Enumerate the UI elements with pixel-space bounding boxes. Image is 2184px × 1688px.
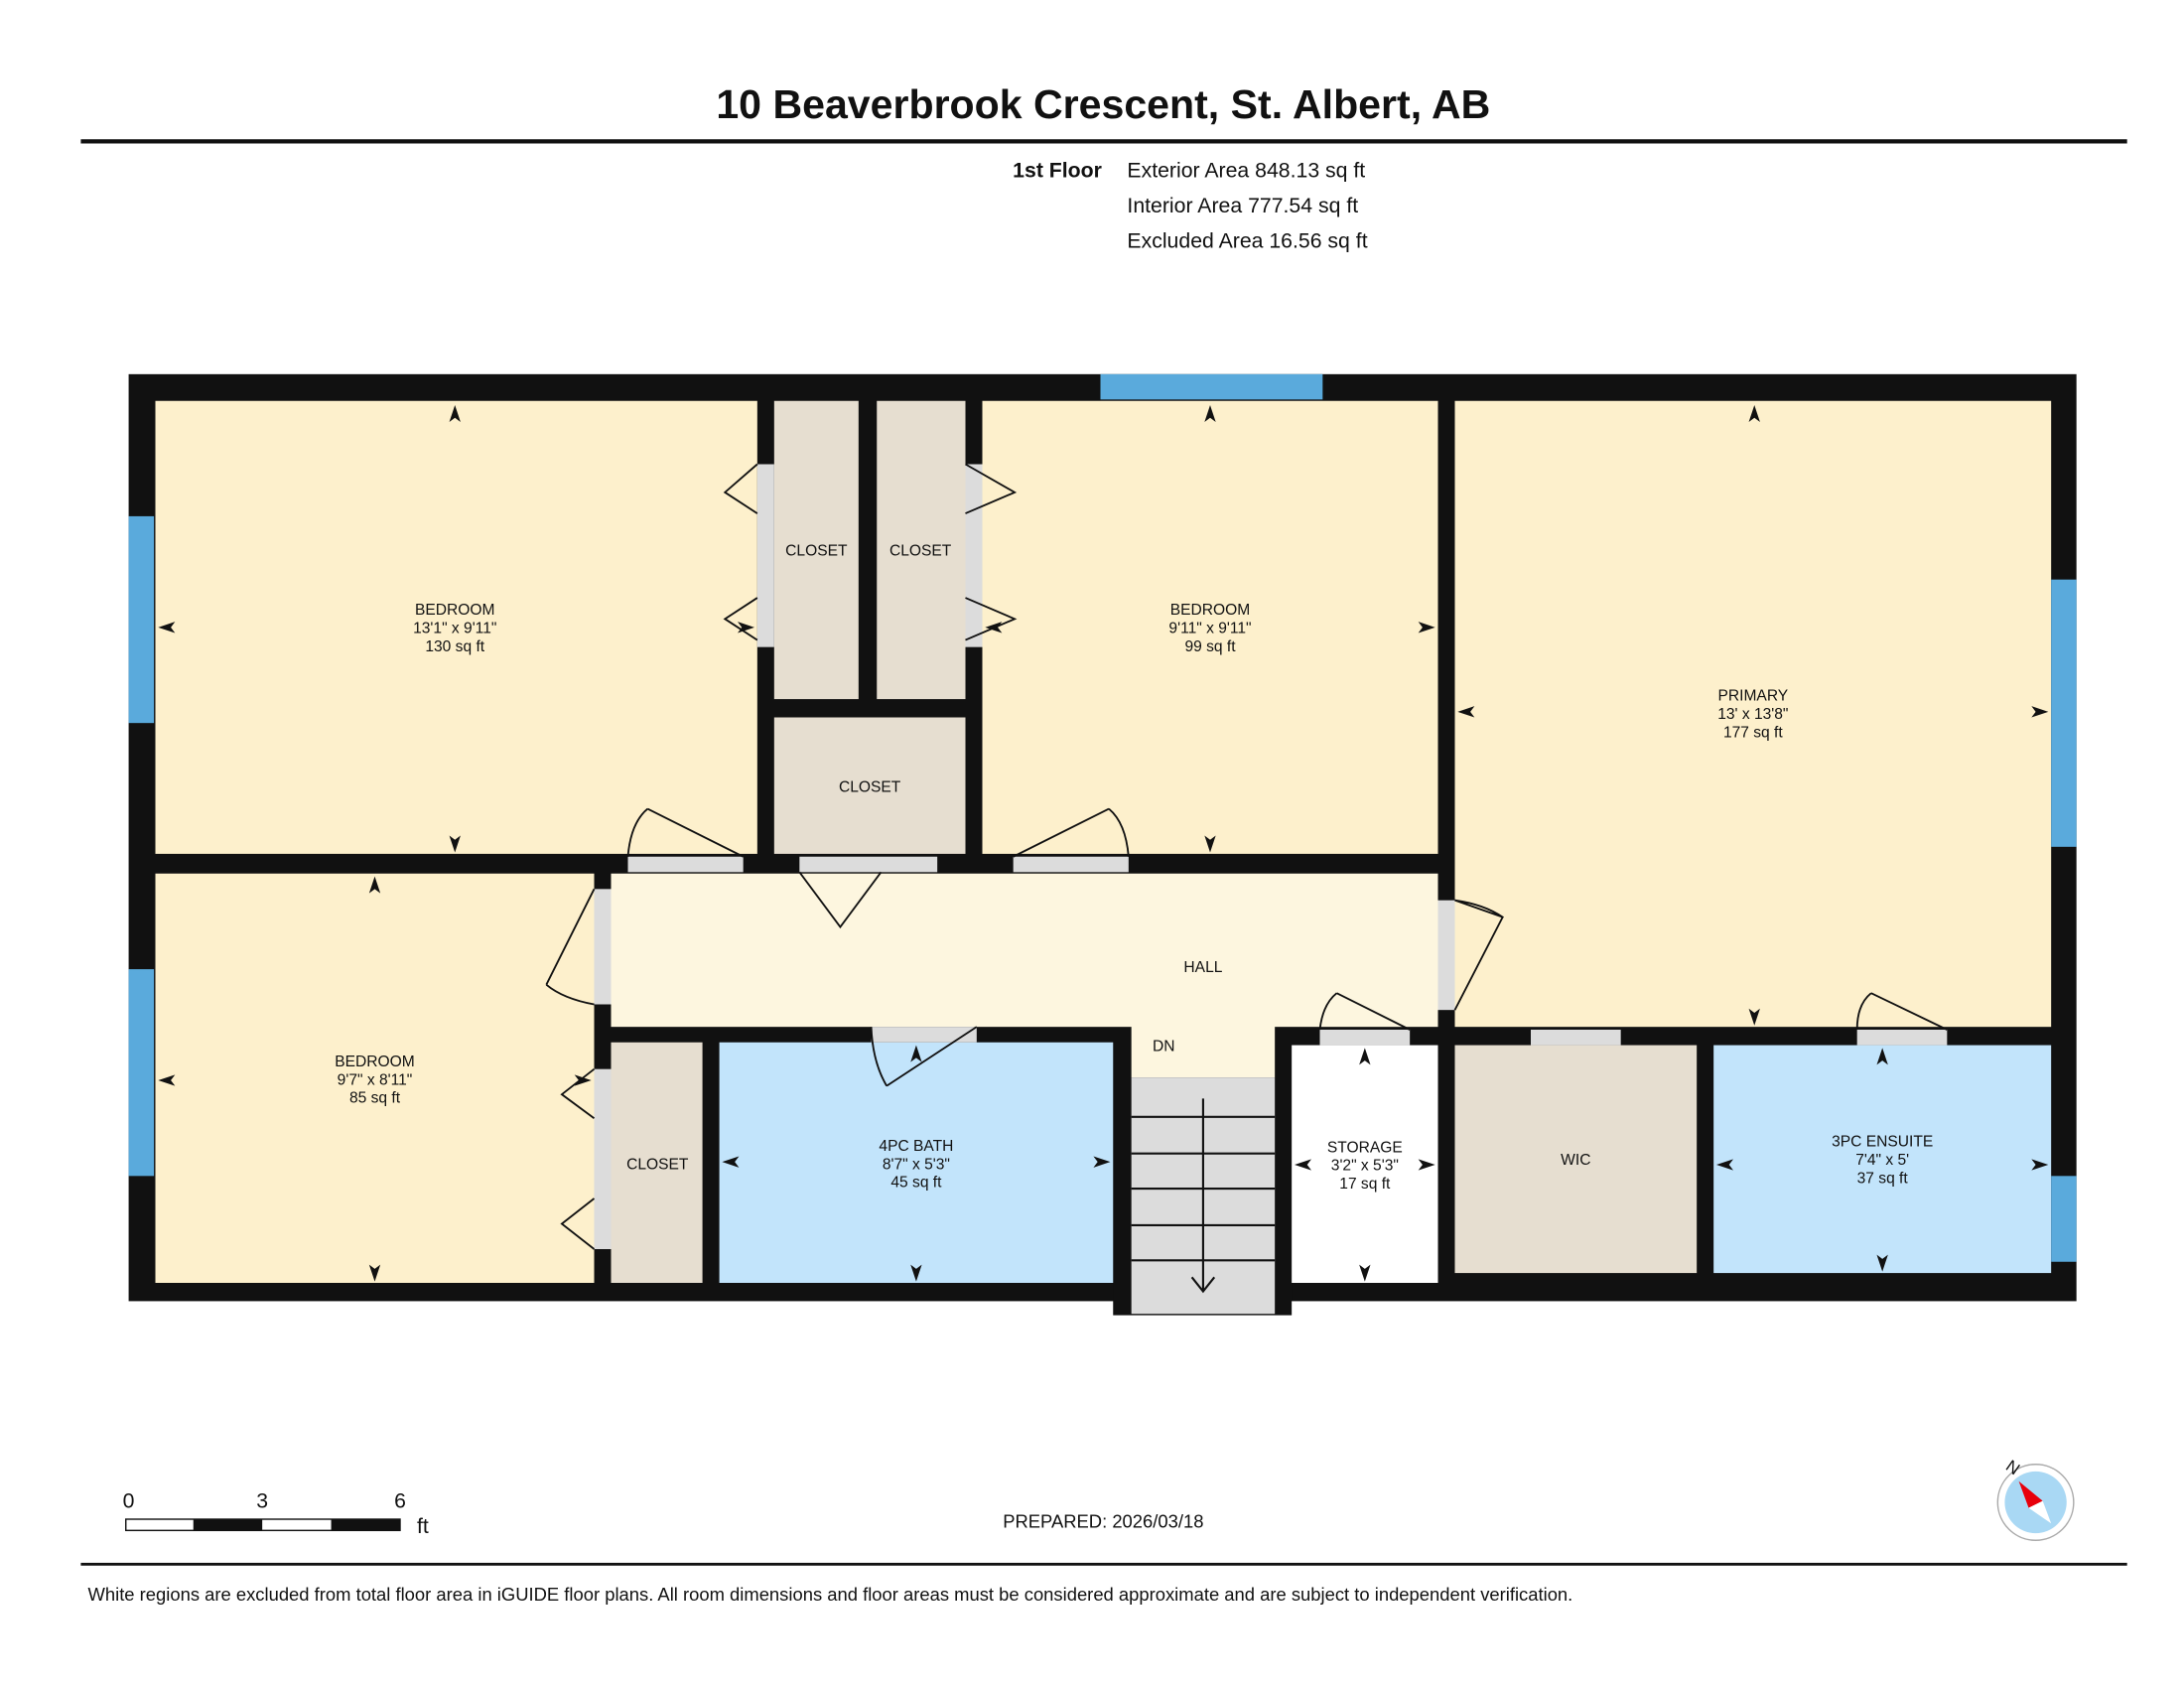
footer-divider [80,1562,2127,1566]
bedroom-1-name: BEDROOM [415,602,494,619]
closet-a-label: CLOSET [785,543,848,560]
header-divider [80,139,2127,144]
floor-name: 1st Floor [1013,159,1102,183]
closet-b-label: CLOSET [889,543,952,560]
compass-icon: N [1996,1457,2075,1541]
excluded-area: Excluded Area 16.56 sq ft [1127,228,1367,252]
primary-dims: 13' x 13'8" [1717,706,1788,723]
room-bedroom-2 [982,400,1438,854]
storage-area: 17 sq ft [1339,1176,1391,1193]
door-swings [545,463,1948,1250]
room-3pc-ensuite [1713,1045,2052,1274]
scale-tick-3: 3 [256,1489,268,1513]
wic-label: WIC [1561,1152,1590,1169]
prepared-date: PREPARED: 2026/03/18 [1003,1511,1203,1532]
bedroom-2-area: 99 sq ft [1184,638,1236,655]
ensuite-name: 3PC ENSUITE [1832,1134,1933,1151]
room-hall [611,873,1438,1028]
storage-name: STORAGE [1327,1139,1403,1156]
hall-label: HALL [1183,959,1222,976]
bath-area: 45 sq ft [890,1175,942,1192]
windows [128,373,2077,1262]
room-labels: BEDROOM 13'1" x 9'11" 130 sq ft CLOSET C… [335,543,1933,1193]
ensuite-dims: 7'4" x 5' [1855,1152,1909,1169]
stairs [1131,1077,1276,1315]
interior-area: Interior Area 777.54 sq ft [1127,194,1358,217]
room-closet-b [877,400,966,700]
room-wic [1454,1045,1698,1274]
bedroom-2-dims: 9'11" x 9'11" [1168,621,1251,637]
disclaimer: White regions are excluded from total fl… [87,1584,1572,1605]
primary-area: 177 sq ft [1723,724,1783,741]
room-closet-c [773,717,966,854]
room-storage [1292,1045,1438,1283]
room-bedroom-1 [155,400,757,854]
closet-c-label: CLOSET [839,779,901,796]
stairs-dn-label: DN [1153,1038,1175,1055]
scale-tick-6: 6 [394,1489,406,1513]
room-bedroom-3 [155,873,595,1283]
bedroom-3-name: BEDROOM [335,1054,414,1070]
storage-dims: 3'2" x 5'3" [1331,1158,1399,1175]
floor-plan: BEDROOM 13'1" x 9'11" 130 sq ft CLOSET C… [128,373,2077,1316]
room-4pc-bath [719,1042,1114,1283]
ensuite-area: 37 sq ft [1857,1170,1909,1187]
bedroom-1-area: 130 sq ft [425,638,484,655]
bedroom-2-name: BEDROOM [1170,602,1251,619]
door-openings [594,464,1948,1249]
hall-landing [1131,1025,1276,1078]
bath-dims: 8'7" x 5'3" [883,1156,950,1173]
scale-unit: ft [417,1514,429,1538]
primary-name: PRIMARY [1717,688,1788,705]
bedroom-3-area: 85 sq ft [349,1090,401,1107]
bedroom-3-dims: 9'7" x 8'11" [338,1071,413,1088]
closet-d-label: CLOSET [626,1156,689,1173]
room-primary [1454,400,2052,1028]
exterior-area: Exterior Area 848.13 sq ft [1127,159,1365,183]
room-closet-a [773,400,859,700]
page-title: 10 Beaverbrook Crescent, St. Albert, AB [716,81,1490,127]
scale-bar: 0 3 6 ft [123,1489,429,1538]
scale-tick-0: 0 [123,1489,135,1513]
bath-name: 4PC BATH [879,1138,953,1155]
bedroom-1-dims: 13'1" x 9'11" [413,621,496,637]
room-closet-d [611,1042,703,1283]
